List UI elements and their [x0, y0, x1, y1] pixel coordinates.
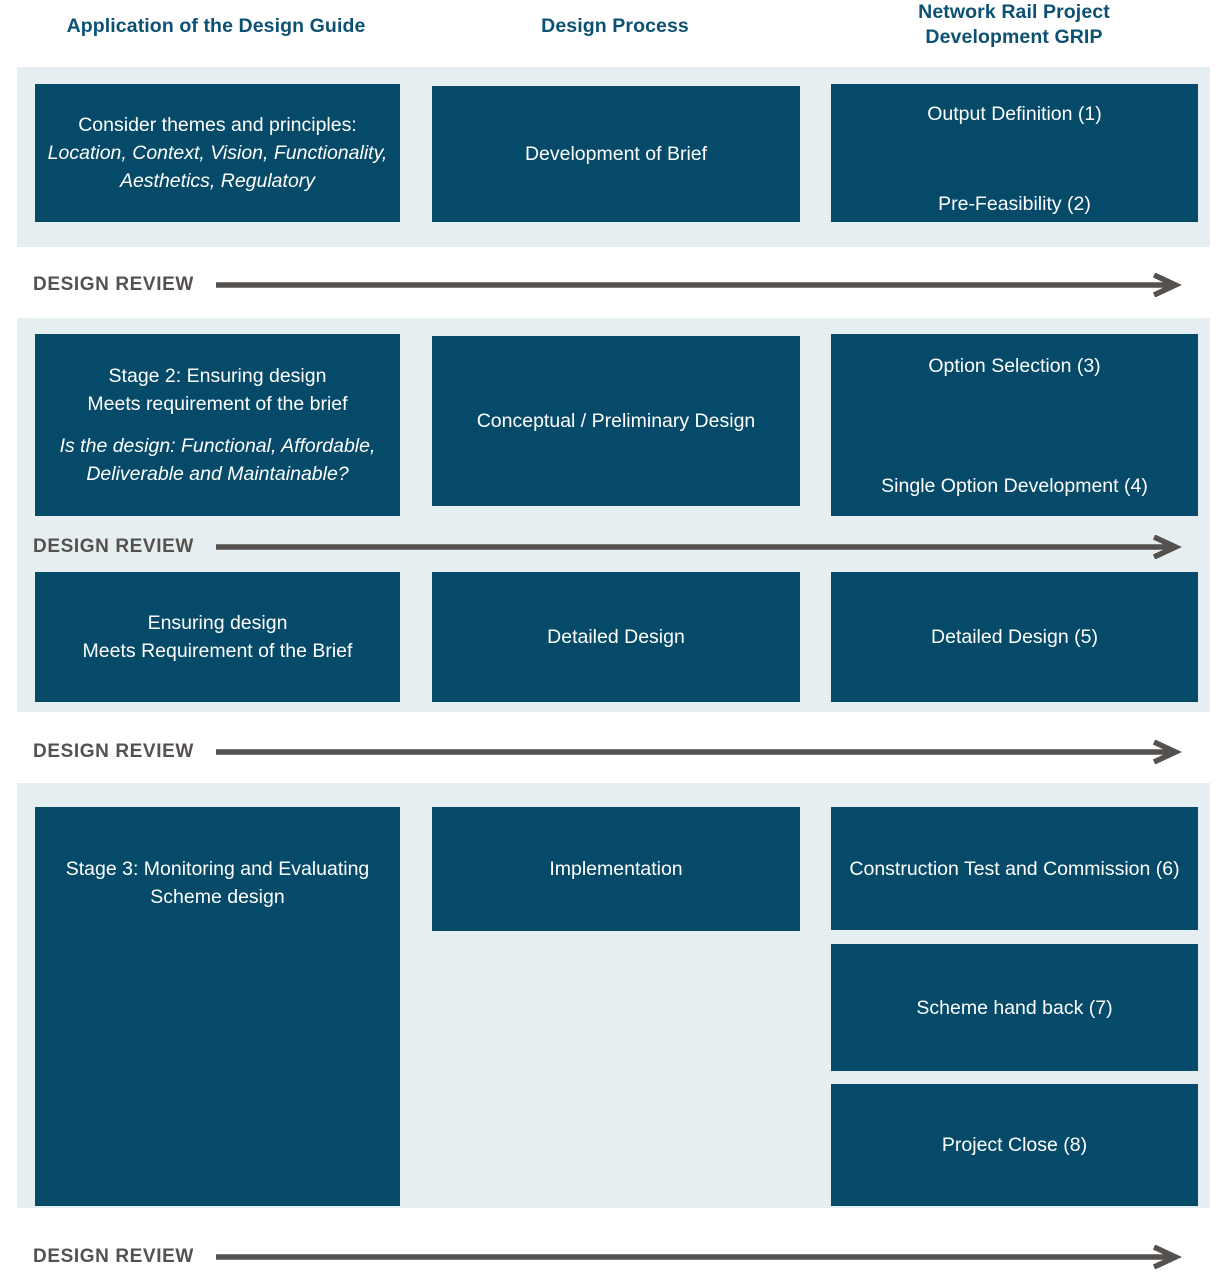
- box-ensuring-design-meets-requirement: Ensuring design Meets Requirement of the…: [35, 572, 400, 702]
- design-review-label: DESIGN REVIEW: [33, 741, 194, 762]
- box-subtitle: Location, Context, Vision, Functionality…: [47, 142, 388, 192]
- box-grip-output-definition-pre-feasibility: Output Definition (1) Pre-Feasibility (2…: [831, 84, 1198, 222]
- column-heading-design-process: Design Process: [541, 15, 689, 37]
- design-review-row-4: DESIGN REVIEW: [0, 1240, 1226, 1274]
- box-grip-detailed-design: Detailed Design (5): [831, 572, 1198, 702]
- box-title: Stage 2: Ensuring design Meets requireme…: [87, 365, 348, 415]
- design-review-label: DESIGN REVIEW: [33, 1246, 194, 1267]
- box-consider-themes-and-principles: Consider themes and principles: Location…: [35, 84, 400, 222]
- box-stage-3-monitoring-and-evaluating: Stage 3: Monitoring and Evaluating Schem…: [35, 807, 400, 1206]
- column-heading-application-of-design-guide: Application of the Design Guide: [66, 15, 366, 37]
- box-label: Conceptual / Preliminary Design: [476, 410, 756, 432]
- design-review-arrow-icon: [215, 1245, 1191, 1269]
- box-title: Ensuring design Meets Requirement of the…: [82, 612, 353, 662]
- box-subtitle: Is the design: Functional, Affordable, D…: [59, 435, 376, 485]
- box-grip-option-selection-single-option: Option Selection (3) Single Option Devel…: [831, 334, 1198, 516]
- column-heading-line-1: Network Rail Project: [918, 1, 1110, 23]
- box-spacer: [45, 418, 390, 432]
- design-review-row-3: DESIGN REVIEW: [0, 735, 1226, 769]
- design-review-label: DESIGN REVIEW: [33, 274, 194, 295]
- grip-stage-single-option-development: Single Option Development (4): [881, 475, 1148, 497]
- grip-stage-detailed-design: Detailed Design (5): [931, 626, 1098, 648]
- box-grip-construction-test-and-commission: Construction Test and Commission (6): [831, 807, 1198, 930]
- grip-stage-scheme-hand-back: Scheme hand back (7): [916, 996, 1113, 1019]
- column-heading-network-rail-grip: Network Rail Project Development GRIP: [828, 0, 1200, 50]
- box-label: Implementation: [549, 858, 683, 880]
- design-review-arrow-icon: [215, 740, 1191, 764]
- box-conceptual-preliminary-design: Conceptual / Preliminary Design: [432, 336, 800, 506]
- box-label: Development of Brief: [524, 143, 708, 165]
- design-review-label: DESIGN REVIEW: [33, 536, 194, 557]
- design-review-arrow-icon: [215, 535, 1191, 559]
- box-stage-2-ensuring-design: Stage 2: Ensuring design Meets requireme…: [35, 334, 400, 516]
- box-label: Detailed Design: [547, 626, 685, 648]
- box-grip-project-close: Project Close (8): [831, 1084, 1198, 1206]
- design-review-arrow-icon: [215, 273, 1191, 297]
- design-review-row-1: DESIGN REVIEW: [0, 268, 1226, 302]
- box-title: Stage 3: Monitoring and Evaluating Schem…: [65, 858, 370, 908]
- grip-stage-project-close: Project Close (8): [941, 1134, 1088, 1156]
- column-heading-line-2: Development GRIP: [925, 26, 1103, 48]
- grip-stage-pre-feasibility: Pre-Feasibility (2): [938, 193, 1091, 215]
- box-detailed-design: Detailed Design: [432, 572, 800, 702]
- box-implementation: Implementation: [432, 807, 800, 931]
- box-development-of-brief: Development of Brief: [432, 86, 800, 222]
- design-review-row-2: DESIGN REVIEW: [0, 530, 1226, 564]
- box-grip-scheme-hand-back: Scheme hand back (7): [831, 944, 1198, 1071]
- grip-stage-option-selection: Option Selection (3): [928, 355, 1101, 377]
- box-title: Consider themes and principles:: [78, 114, 357, 136]
- grip-stage-output-definition: Output Definition (1): [927, 103, 1102, 125]
- grip-stage-construction-test: Construction Test and Commission (6): [849, 857, 1180, 880]
